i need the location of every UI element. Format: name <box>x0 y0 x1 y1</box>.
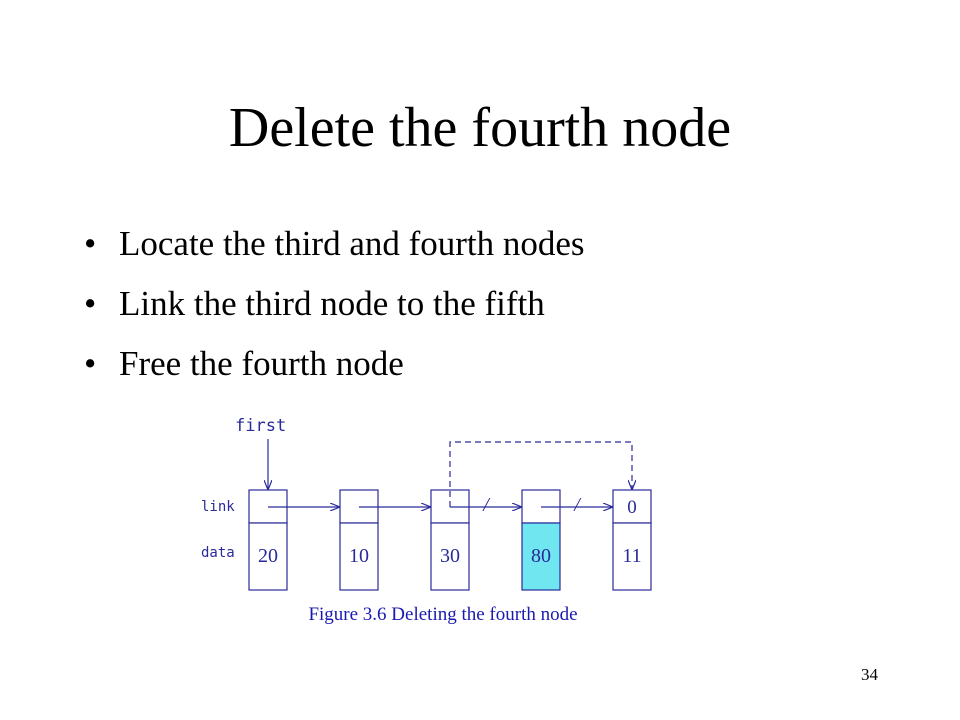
first-pointer-label: first <box>235 416 286 436</box>
link-row-label: link <box>201 499 235 515</box>
bullet-text: Free the fourth node <box>119 344 404 383</box>
page-number: 34 <box>861 665 878 684</box>
linked-list-diagram: first link data 20 10 30 / 80 / 0 11 <box>201 416 652 625</box>
node-link-cell <box>612 489 652 524</box>
bullet-item: • Locate the third and fourth nodes <box>84 214 585 274</box>
list-node: 10 <box>339 489 379 591</box>
node-data-value: 11 <box>622 545 641 567</box>
node-data-value: 80 <box>531 545 551 567</box>
slide-title: Delete the fourth node <box>228 97 732 159</box>
data-row-label: data <box>201 545 235 561</box>
node-data-cell <box>248 522 288 591</box>
new-link-dashed-arrow <box>449 441 632 507</box>
node-data-cell <box>612 522 652 591</box>
figure-caption: Figure 3.6 Deleting the fourth node <box>308 604 577 625</box>
bullet-item: • Free the fourth node <box>84 334 585 394</box>
deleted-node: 80 <box>521 489 561 591</box>
bullet-list: • Locate the third and fourth nodes • Link… <box>84 214 585 394</box>
bullet-dot: • <box>84 284 97 323</box>
bullet-text: Locate the third and fourth nodes <box>119 224 585 263</box>
node-data-cell-highlighted <box>521 522 561 591</box>
node-data-cell <box>430 522 470 591</box>
broken-link-mark: / <box>482 494 491 516</box>
broken-link-mark: / <box>573 494 582 516</box>
bullet-text: Link the third node to the fifth <box>119 284 545 323</box>
bullet-item: • Link the third node to the fifth <box>84 274 585 334</box>
node-data-value: 30 <box>440 545 460 567</box>
null-link-value: 0 <box>627 497 637 518</box>
list-node: 20 <box>248 489 288 591</box>
bullet-dot: • <box>84 344 97 383</box>
list-node: 0 11 <box>612 489 652 591</box>
node-data-cell <box>339 522 379 591</box>
node-data-value: 10 <box>349 545 369 567</box>
bullet-dot: • <box>84 224 97 263</box>
node-data-value: 20 <box>258 545 278 567</box>
